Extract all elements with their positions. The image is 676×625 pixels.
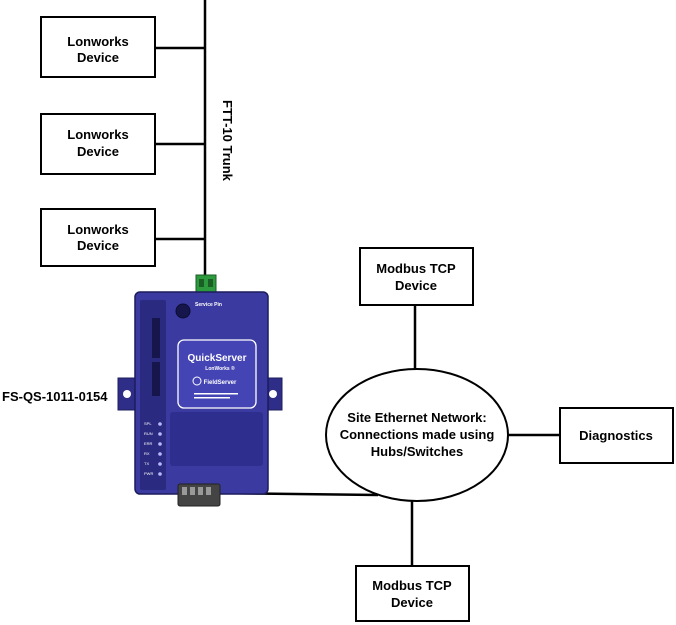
quickserver-gateway: Service Pin QuickServer LonWorks ® Field… xyxy=(117,274,283,507)
diagnostics-label: Diagnostics xyxy=(579,428,653,443)
site-ethernet-network: Site Ethernet Network: Connections made … xyxy=(325,368,509,502)
led-label: SPL xyxy=(144,421,152,426)
lonworks-device-label: Device xyxy=(77,238,119,253)
gateway-model-label: FS-QS-1011-0154 xyxy=(2,389,108,404)
front-label-plate xyxy=(177,339,257,409)
modbus-device-label: Device xyxy=(395,278,437,293)
lonworks-device-label: Lonworks xyxy=(67,127,128,142)
modbus-device-label: Modbus TCP xyxy=(372,578,452,593)
led-label: TX xyxy=(144,461,149,466)
service-pin-label: Service Pin xyxy=(195,302,222,308)
lonworks-device-label: Device xyxy=(77,144,119,159)
led-label: RUN xyxy=(144,431,153,436)
led-label: ERR xyxy=(144,441,153,446)
modbus-tcp-device-top: Modbus TCP Device xyxy=(359,247,474,306)
lonworks-device-1: Lonworks Device xyxy=(40,16,205,78)
lonworks-device-3: Lonworks Device xyxy=(40,208,205,267)
status-led-column: SPL RUN ERR RX TX PWR xyxy=(144,421,162,476)
maker-label: FieldServer xyxy=(204,380,237,386)
trunk-label: FTT-10 Trunk xyxy=(220,100,235,182)
lonworks-device-label: Device xyxy=(77,50,119,65)
diagnostics-box: Diagnostics xyxy=(559,407,674,464)
subtitle-label: LonWorks ® xyxy=(205,365,235,372)
lonworks-device-label: Lonworks xyxy=(67,222,128,237)
network-label: Hubs/Switches xyxy=(371,444,463,459)
lonworks-device-label: Lonworks xyxy=(67,34,128,49)
network-label: Connections made using xyxy=(340,427,495,442)
modbus-tcp-device-bottom: Modbus TCP Device xyxy=(355,565,470,622)
led-label: RX xyxy=(144,451,150,456)
lonworks-device-2: Lonworks Device xyxy=(40,113,205,175)
brand-label: QuickServer xyxy=(188,353,247,364)
fieldserver-logo-icon xyxy=(192,376,202,386)
modbus-device-label: Device xyxy=(391,595,433,610)
modbus-device-label: Modbus TCP xyxy=(376,261,456,276)
network-label: Site Ethernet Network: xyxy=(347,410,486,425)
led-label: PWR xyxy=(144,471,153,476)
service-pin-button xyxy=(175,303,191,319)
